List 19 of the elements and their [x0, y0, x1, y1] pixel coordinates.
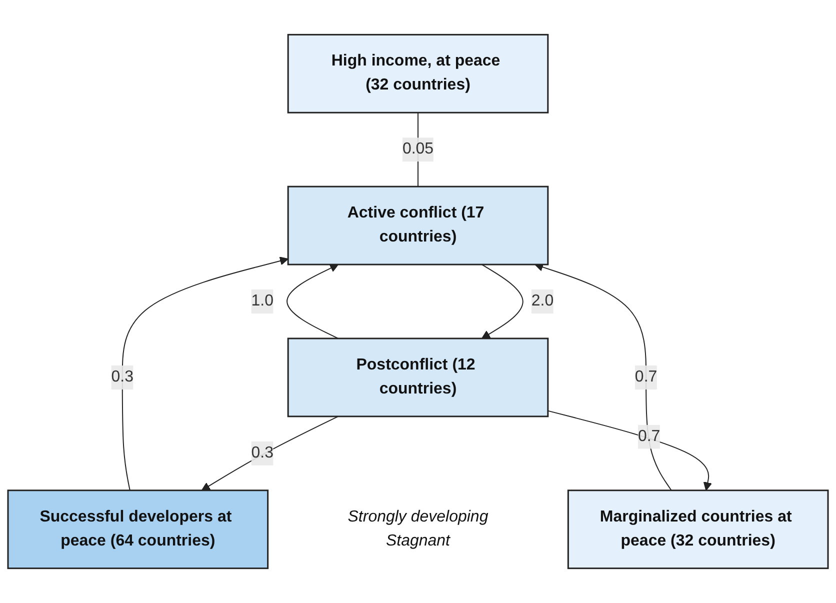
- arrow: [547, 410, 712, 491]
- arrow: [122, 256, 288, 491]
- edge-label: 0.3: [111, 368, 134, 386]
- node-label: Stagnant: [386, 532, 450, 550]
- edge-label: 0.7: [638, 428, 660, 445]
- edge-label: 1.0: [251, 292, 274, 310]
- node-box: Marginalized countries at peace (32 countries): [567, 490, 829, 570]
- edge-label: 0.3: [251, 444, 274, 462]
- node-box: Active conflict (17 countries): [287, 186, 549, 266]
- arrow: [286, 264, 339, 339]
- node-box: Postconflict (12 countries): [287, 338, 549, 418]
- edge-label: 0.05: [402, 140, 434, 158]
- edge-label: 2.0: [531, 292, 554, 310]
- node-box: Successful developers at peace (64 countries): [7, 490, 269, 570]
- node-label: Strongly developing: [348, 508, 488, 526]
- node-box: High income, at peace (32 countries): [287, 34, 549, 114]
- edge-label: 0.7: [634, 368, 658, 386]
- arrow: [481, 264, 524, 339]
- arrow: [201, 416, 339, 491]
